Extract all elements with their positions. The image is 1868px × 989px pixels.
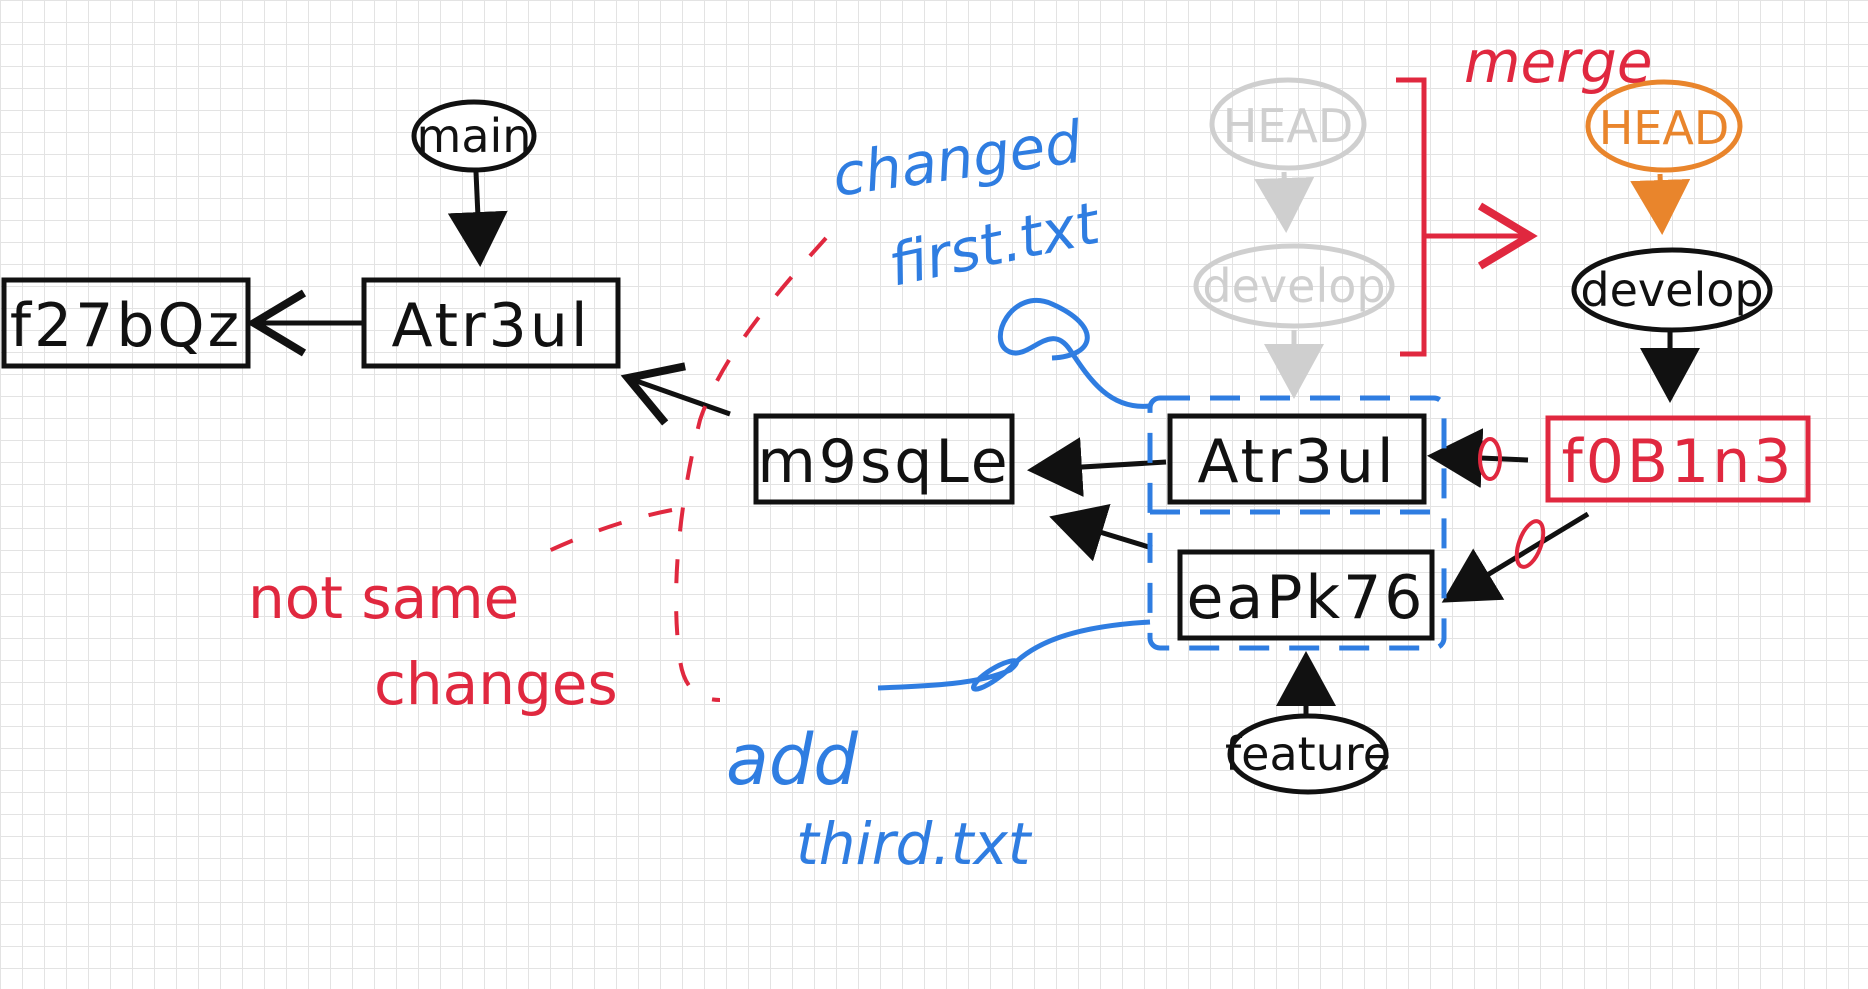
commit-box-atr3ul-main: Atr3ul <box>361 277 621 369</box>
merge-parent-mark-2 <box>1514 519 1546 569</box>
commit-label-f0b1n3: f0B1n3 <box>1562 427 1795 497</box>
arrow-atr3ul-develop-to-m9sqle <box>1027 437 1167 497</box>
ref-main-label: main <box>417 109 532 163</box>
ref-head-current-label: HEAD <box>1599 101 1730 155</box>
note-not-same-line1: not same <box>248 564 519 632</box>
merge-label: merge <box>1464 28 1653 96</box>
arrow-head-current-to-develop <box>1630 173 1691 235</box>
ref-develop-current: develop <box>1571 247 1773 333</box>
ref-feature-label: feature <box>1225 727 1391 781</box>
commit-label-eapk76: eaPk76 <box>1187 563 1426 633</box>
ref-develop-previous-label: develop <box>1202 259 1385 313</box>
callout-add-third-txt <box>877 619 1151 692</box>
merge-parent-mark-1 <box>1478 437 1502 481</box>
changes-group-outline <box>1147 395 1447 651</box>
ref-develop-previous: develop <box>1193 243 1395 329</box>
ref-head-current: HEAD <box>1585 79 1743 173</box>
commit-box-f27bqz: f27bQz <box>1 277 251 369</box>
ref-feature: feature <box>1225 713 1391 795</box>
note-add-line1: add <box>726 719 858 801</box>
commit-label-atr3ul-main: Atr3ul <box>391 291 590 361</box>
merge-bracket <box>1396 77 1427 357</box>
note-add-line2: third.txt <box>796 810 1033 878</box>
ref-head-previous: HEAD <box>1209 77 1367 171</box>
divergence-dashed-curve <box>674 236 828 702</box>
arrow-eapk76-to-m9sqle <box>1049 503 1153 562</box>
ref-develop-current-label: develop <box>1580 263 1763 317</box>
note-not-same-line2: changes <box>374 650 618 718</box>
commit-box-atr3ul-develop: Atr3ul <box>1167 413 1427 505</box>
ref-main: main <box>411 99 537 173</box>
callout-changed-first-txt <box>997 298 1151 409</box>
arrow-main-to-atr3ul <box>447 171 508 267</box>
divergence-dashed-tail <box>529 508 673 562</box>
arrow-m9sqle-to-atr3ul <box>620 362 731 426</box>
commit-box-eapk76: eaPk76 <box>1177 549 1435 641</box>
commit-label-f27bqz: f27bQz <box>10 291 242 361</box>
ref-head-previous-label: HEAD <box>1223 99 1354 153</box>
commit-label-m9sqle: m9sqLe <box>757 427 1010 497</box>
note-changed-line1: changed <box>828 108 1086 210</box>
arrow-head-previous-to-develop <box>1254 171 1315 233</box>
commit-box-m9sqle: m9sqLe <box>753 413 1015 505</box>
note-changed-line2: first.txt <box>883 189 1107 300</box>
commit-box-f0b1n3-merge: f0B1n3 <box>1545 415 1811 503</box>
commit-label-atr3ul-develop: Atr3ul <box>1197 427 1396 497</box>
